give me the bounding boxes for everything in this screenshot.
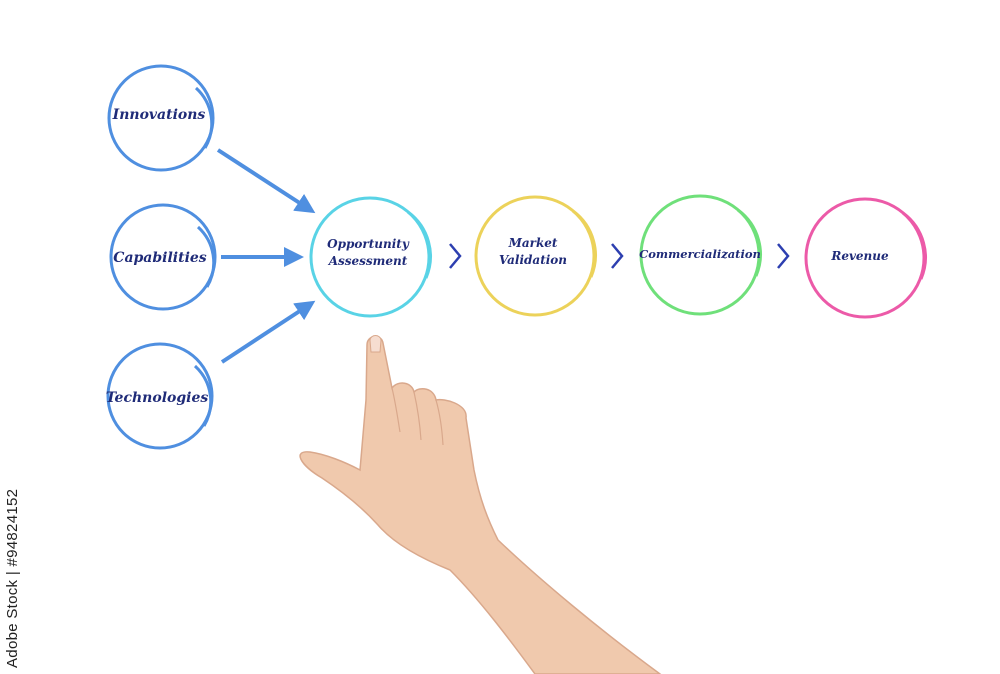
chevron-3-icon: [777, 243, 790, 269]
stage-label-validation-line1: Market: [508, 236, 558, 250]
stock-credit: Adobe Stock | #94824152: [4, 488, 21, 668]
finger-crease: [391, 387, 401, 433]
input-label-innovations: Innovations: [112, 107, 206, 123]
chevron-1-icon: [449, 243, 462, 269]
stage-circle: [474, 195, 596, 317]
finger-crease: [435, 399, 444, 446]
hand-arm: [299, 335, 662, 674]
arrow-technologies-to-opportunity: [220, 300, 316, 364]
input-circle: [109, 203, 217, 311]
stage-node-commercialization: Commercialization: [639, 194, 762, 316]
input-circle: [107, 64, 215, 172]
input-label-technologies: Technologies: [106, 390, 209, 406]
stage-circle: [309, 196, 431, 318]
stage-label-validation-line2: Validation: [499, 253, 567, 267]
stage-label-opportunity-line1: Opportunity: [327, 237, 410, 251]
fingernail: [369, 335, 382, 353]
stage-node-validation: Market Validation: [474, 195, 597, 317]
arrow-innovations-to-opportunity: [216, 148, 316, 214]
circle-accent: [902, 211, 927, 280]
stage-circle: [639, 194, 761, 316]
finger-crease: [413, 391, 422, 441]
stage-label-revenue: Revenue: [830, 249, 889, 263]
circle-accent: [407, 210, 432, 279]
input-label-capabilities: Capabilities: [113, 250, 207, 266]
circle-accent: [193, 364, 213, 427]
input-node-capabilities: Capabilities: [109, 203, 217, 311]
circle-accent: [572, 209, 597, 278]
stage-label-commercialization: Commercialization: [639, 247, 761, 261]
input-node-innovations: Innovations: [107, 64, 215, 172]
chevron-2-icon: [611, 243, 624, 269]
circle-accent: [737, 208, 762, 277]
stage-node-opportunity: Opportunity Assessment: [309, 196, 432, 318]
pointing-hand-image: [299, 335, 662, 674]
input-node-technologies: Technologies: [106, 342, 214, 450]
circle-accent: [194, 86, 214, 149]
circle-accent: [196, 225, 216, 288]
stage-node-revenue: Revenue: [804, 197, 927, 319]
stage-circle: [804, 197, 926, 319]
stage-label-opportunity-line2: Assessment: [328, 254, 408, 268]
input-circle: [106, 342, 214, 450]
